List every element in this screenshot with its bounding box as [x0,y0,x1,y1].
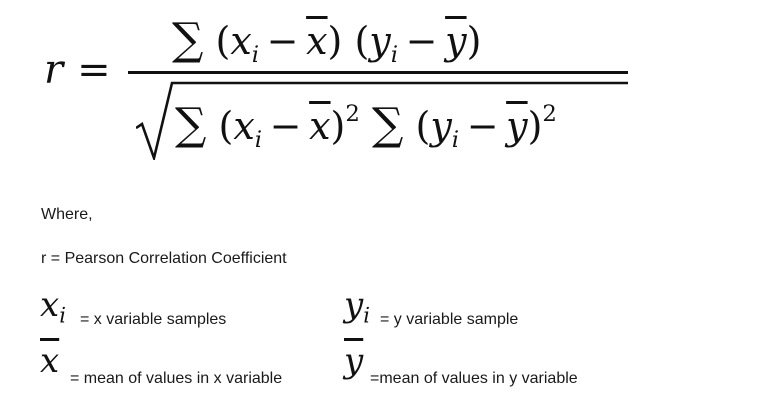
x-mean-symbol: x [40,344,59,378]
minus-sign: − [266,19,299,63]
equals-sign: = [77,47,111,93]
subscript-i: i [251,41,260,68]
close-paren: ) [466,19,482,63]
open-paren: ( [354,19,370,63]
minus-sign: − [405,19,438,63]
minus-sign: − [466,104,499,149]
where-label: Where, [41,206,93,223]
summation-icon: ∑ [175,99,207,151]
subscript-i: i [363,302,370,328]
xi-symbol: xi [40,288,66,332]
x-mean: x [309,104,331,149]
y-mean: y [445,19,467,63]
yi-definition: = y variable sample [380,311,519,328]
close-paren: ) [327,19,343,63]
exponent-2: 2 [345,101,360,127]
var-x: x [233,104,255,149]
y-mean-definition: =mean of values in y variable [370,370,578,387]
open-paren: ( [215,19,231,63]
square-root-icon [136,81,628,160]
close-paren: ) [330,104,346,149]
subscript-i: i [451,127,460,154]
var-x-bar: x [40,341,60,381]
y-mean-symbol: y [344,344,363,378]
var-y: y [430,104,452,149]
formula-numerator: ∑ (xi−x) (yi−y) [172,18,481,77]
subscript-i: i [390,41,399,68]
close-paren: ) [527,104,543,149]
var-x: x [40,285,60,325]
r-symbol: r [44,47,64,93]
var-y: y [369,19,391,63]
formula-denominator: ∑ (xi−x)2 ∑ (yi−y)2 [175,92,557,162]
fraction-bar [128,71,628,74]
open-paren: ( [218,104,234,149]
open-paren: ( [415,104,431,149]
minus-sign: − [269,104,302,149]
xi-definition: = x variable samples [80,311,227,328]
x-mean-definition: = mean of values in x variable [70,370,283,387]
yi-symbol: yi [344,288,370,332]
r-definition: r = Pearson Correlation Coefficient [41,250,287,267]
y-mean: y [506,104,528,149]
exponent-2: 2 [542,101,557,127]
subscript-i: i [59,302,66,328]
var-y-bar: y [344,341,364,381]
x-mean: x [306,19,328,63]
summation-icon: ∑ [172,14,204,65]
var-y: y [344,285,364,325]
subscript-i: i [254,127,263,154]
formula-lhs: r= [44,50,111,90]
summation-icon: ∑ [371,99,404,151]
var-x: x [230,19,252,63]
